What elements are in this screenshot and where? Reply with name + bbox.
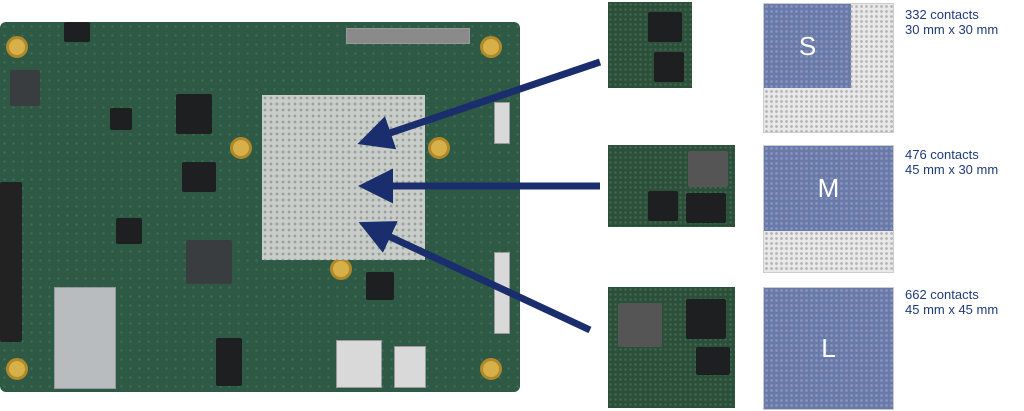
mounting-hole (428, 137, 450, 159)
display-connector (346, 28, 470, 44)
audio-jack (216, 338, 242, 386)
spec-l: 662 contacts 45 mm x 45 mm (905, 287, 998, 317)
arrow-l (358, 221, 592, 334)
contacts-label: 476 contacts (905, 147, 979, 162)
footprint-s: S (763, 3, 894, 133)
contacts-label: 332 contacts (905, 7, 979, 22)
mounting-hole (6, 358, 28, 380)
spec-s: 332 contacts 30 mm x 30 mm (905, 7, 998, 37)
transformer (182, 162, 216, 192)
module-photo-l (608, 287, 735, 408)
inductor (186, 240, 232, 284)
dimensions-label: 45 mm x 45 mm (905, 302, 999, 317)
ethernet-port (54, 287, 116, 389)
footprint-m: M (763, 145, 894, 273)
pin-header (0, 182, 22, 342)
inductor (10, 70, 40, 106)
footprint-s-area: S (764, 4, 851, 88)
usb-port (336, 340, 382, 388)
contacts-label: 662 contacts (905, 287, 979, 302)
ic-chip (366, 272, 394, 300)
footprint-l: L (763, 287, 894, 410)
side-connector (494, 102, 510, 144)
mounting-hole (6, 36, 28, 58)
footprint-m-area: M (764, 146, 893, 231)
carrier-board-photo (0, 22, 520, 392)
module-socket-footprint (262, 95, 425, 260)
arrow-s (357, 58, 602, 150)
dimensions-label: 45 mm x 30 mm (905, 162, 999, 177)
spec-m: 476 contacts 45 mm x 30 mm (905, 147, 998, 177)
transformer (176, 94, 212, 134)
module-photo-s (608, 2, 692, 88)
module-photo-m (608, 145, 735, 227)
mounting-hole (480, 36, 502, 58)
ic-chip (116, 218, 142, 244)
power-connector (64, 22, 90, 42)
footprint-l-area: L (764, 288, 893, 409)
usb-c-port (394, 346, 426, 388)
mounting-hole (230, 137, 252, 159)
mounting-hole (480, 358, 502, 380)
dimensions-label: 30 mm x 30 mm (905, 22, 999, 37)
ic-chip (110, 108, 132, 130)
